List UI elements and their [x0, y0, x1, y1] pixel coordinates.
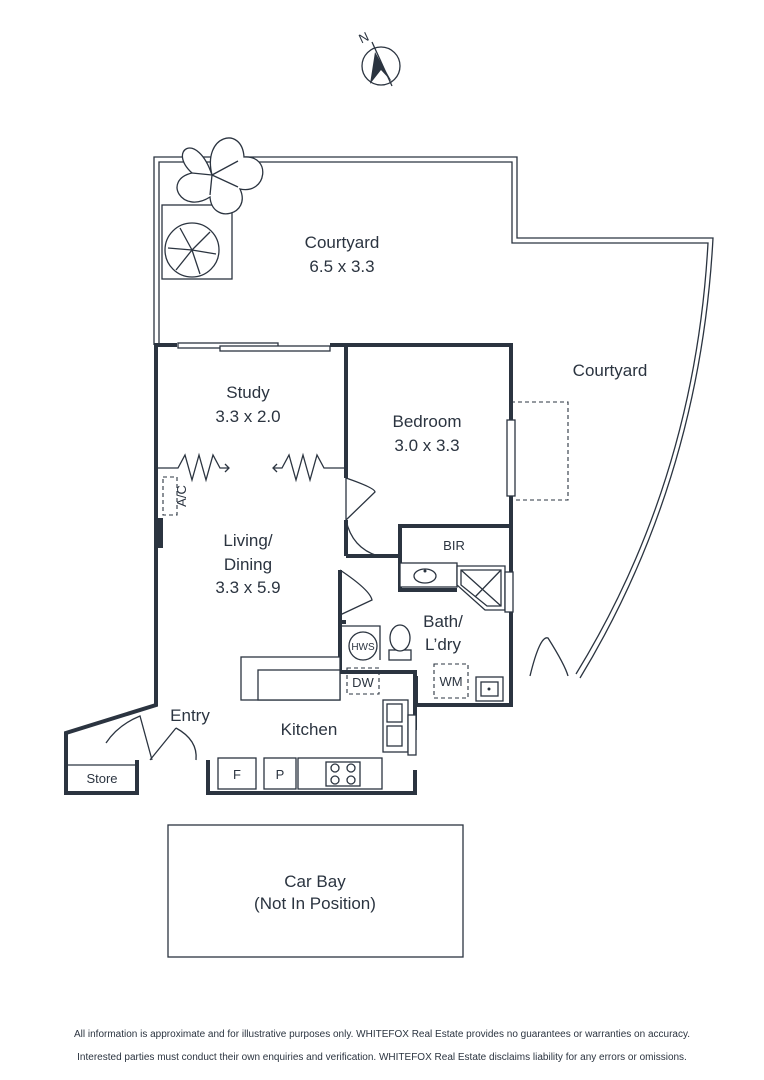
fridge-label: F [233, 767, 241, 782]
kitchen-fixtures: F P [217, 699, 417, 790]
bath-label-line1: Bath/ [423, 612, 463, 631]
bir-label: BIR [443, 538, 465, 553]
kitchen-label: Kitchen [281, 720, 338, 739]
sliding-door [177, 342, 331, 352]
courtyard-boundary [153, 156, 714, 679]
disclaimer-line-2: Interested parties must conduct their ow… [77, 1052, 687, 1063]
dw-label: DW [352, 675, 374, 690]
entry-label: Entry [170, 706, 210, 725]
hws-label: HWS [351, 642, 375, 653]
living-label-line2: Dining [224, 555, 272, 574]
plant-icon [161, 137, 264, 280]
store-label: Store [86, 771, 117, 786]
bedroom-label: Bedroom [393, 412, 462, 431]
svg-text:A/C: A/C [174, 485, 189, 507]
courtyard-top-size: 6.5 x 3.3 [309, 257, 374, 276]
wm-label: WM [439, 674, 462, 689]
courtyard-side-label: Courtyard [573, 361, 648, 380]
study-divider [157, 452, 345, 483]
store-area: Store [66, 764, 137, 786]
car-bay-label-line1: Car Bay [284, 872, 346, 891]
bath-fixtures: HWS DW WM [346, 562, 514, 702]
bir-robe: BIR [400, 525, 511, 553]
courtyard-top-label: Courtyard [305, 233, 380, 252]
interior-walls [240, 556, 457, 705]
compass-icon: N [356, 29, 401, 87]
living-size: 3.3 x 5.9 [215, 578, 280, 597]
study-size: 3.3 x 2.0 [215, 407, 280, 426]
study-label: Study [226, 383, 270, 402]
living-label-line1: Living/ [223, 531, 272, 550]
car-bay [167, 824, 464, 958]
disclaimer-line-1: All information is approximate and for i… [73, 1029, 690, 1040]
pantry-label: P [276, 767, 285, 782]
bedroom-window [506, 401, 569, 501]
bedroom-size: 3.0 x 3.3 [394, 436, 459, 455]
bath-label-line2: L’dry [425, 635, 461, 654]
ac-unit: A/C [155, 476, 189, 548]
doors [105, 477, 569, 761]
compass-north-label: N [356, 29, 371, 47]
car-bay-label-line2: (Not In Position) [254, 894, 376, 913]
